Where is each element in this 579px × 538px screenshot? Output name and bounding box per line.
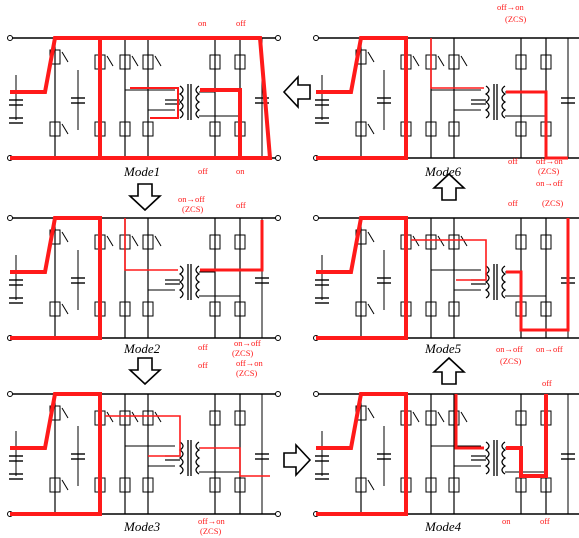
mode3-status-label: off→on [198,516,226,526]
mode4-status-label: off [542,378,552,388]
mode3-status-label: (ZCS) [236,368,257,378]
mode1-status-label: off [236,18,246,28]
mode2-title: Mode2 [123,341,161,356]
mode4-status-label: on [502,516,511,526]
mode6-status-label: off→on [497,2,525,12]
panel-mode3 [6,390,282,518]
panel-mode2 [6,214,282,342]
mode3-status-label: off→on [236,358,264,368]
mode6-status-label: off→on [536,156,564,166]
mode4-status-label: off [540,516,550,526]
mode2-status-label: off [236,200,246,210]
mode1-status-label: on [198,18,207,28]
mode5-status-label: on→off [536,344,563,354]
panel-mode1 [6,34,282,162]
mode1-title: Mode1 [123,164,160,179]
mode6-status-label: (ZCS) [538,166,559,176]
panel-mode6 [312,34,579,162]
arrow-mode3-to-mode4 [283,444,311,476]
mode5-status-label: (ZCS) [500,356,521,366]
mode2-status-label: off [198,342,208,352]
arrow-mode6-to-mode1 [283,76,311,108]
mode6-status-label: on→off [536,178,563,188]
mode1-status-label: on [236,166,245,176]
arrow-mode4-to-mode5 [433,357,465,385]
mode2-status-label: on→off [178,194,205,204]
mode5-status-label: off [508,198,518,208]
mode5-status-label: (ZCS) [542,198,563,208]
mode2-status-label: on→off [234,338,261,348]
mode6-status-label: off [508,156,518,166]
panel-mode5 [312,214,579,342]
mode3-status-label: off [198,360,208,370]
mode3-status-label: (ZCS) [200,526,221,536]
mode2-status-label: (ZCS) [182,204,203,214]
arrow-mode2-to-mode3 [129,357,161,385]
arrow-mode1-to-mode2 [129,183,161,211]
mode6-status-label: (ZCS) [505,14,526,24]
mode6-title: Mode6 [424,164,462,179]
mode4-title: Mode4 [424,519,462,534]
panel-mode4 [312,390,579,518]
mode2-status-label: (ZCS) [232,348,253,358]
mode5-title: Mode5 [424,341,462,356]
mode1-status-label: off [198,166,208,176]
mode3-title: Mode3 [123,519,161,534]
mode5-status-label: on→off [496,344,523,354]
